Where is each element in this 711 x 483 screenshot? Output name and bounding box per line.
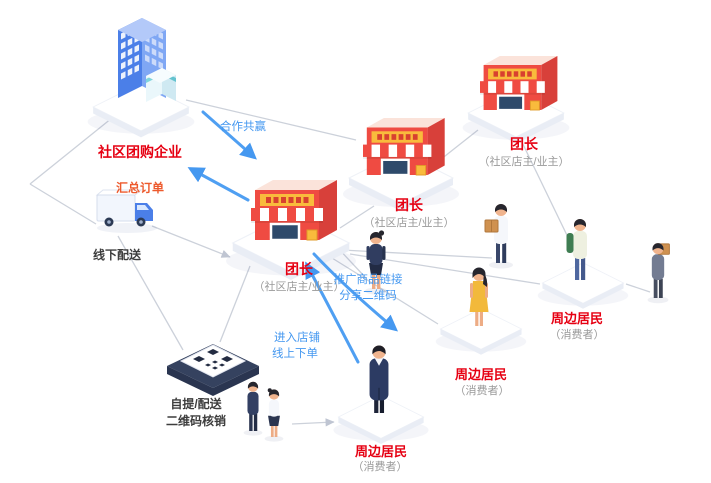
edge-label-orders: 汇总订单 [115,181,164,195]
leader-mid-label: 团长 [395,197,423,213]
delivery-truck-illustration [95,189,157,233]
qr-code-illustration [167,344,259,396]
edge-label-promote-2: 分享二维码 [339,290,397,302]
resident-right-sublabel: （消费者） [549,329,605,341]
edge-label-enter-2: 线上下单 [272,348,318,360]
shop-mid-illustration [361,116,446,177]
person-box-man [484,204,513,269]
leader-center-sublabel: （社区店主/业主） [253,281,345,293]
leader-mid-sublabel: （社区店主/业主） [363,217,455,229]
person-carry-man [647,243,670,304]
person-staff-woman [365,230,387,295]
leader-center-label: 团长 [285,261,313,277]
resident-mid-sublabel: （消费者） [454,385,510,397]
edge-label-cooperate: 合作共赢 [220,121,266,133]
pickup-label-1: 自提/配送 [170,397,222,411]
edge-label-promote-1: 推广商品链接 [333,274,403,286]
person-qr-woman [264,388,284,442]
resident-bottom-label: 周边居民 [354,444,407,459]
enterprise-platform [87,82,195,138]
resident-mid-label: 周边居民 [454,367,507,382]
delivery-label: 线下配送 [92,248,141,262]
resident-bottom-sublabel: （消费者） [352,461,408,473]
leader-right-label: 团长 [510,136,538,152]
shop-center-illustration [249,178,339,242]
edge-label-enter-1: 进入店铺 [274,332,320,344]
person-yellow-woman [469,267,489,326]
person-qr-man [243,381,263,436]
person-backpack-man [566,219,587,280]
shop-right-illustration [478,54,559,112]
resident-right-label: 周边居民 [550,311,603,326]
enterprise-label: 社区团购企业 [98,144,182,160]
leader-right-sublabel: （社区店主/业主） [478,156,570,168]
enterprise-building-illustration [118,17,176,102]
person-coat-man [369,345,389,413]
flow-arrows [187,110,398,364]
pickup-label-2: 二维码核销 [165,414,226,428]
